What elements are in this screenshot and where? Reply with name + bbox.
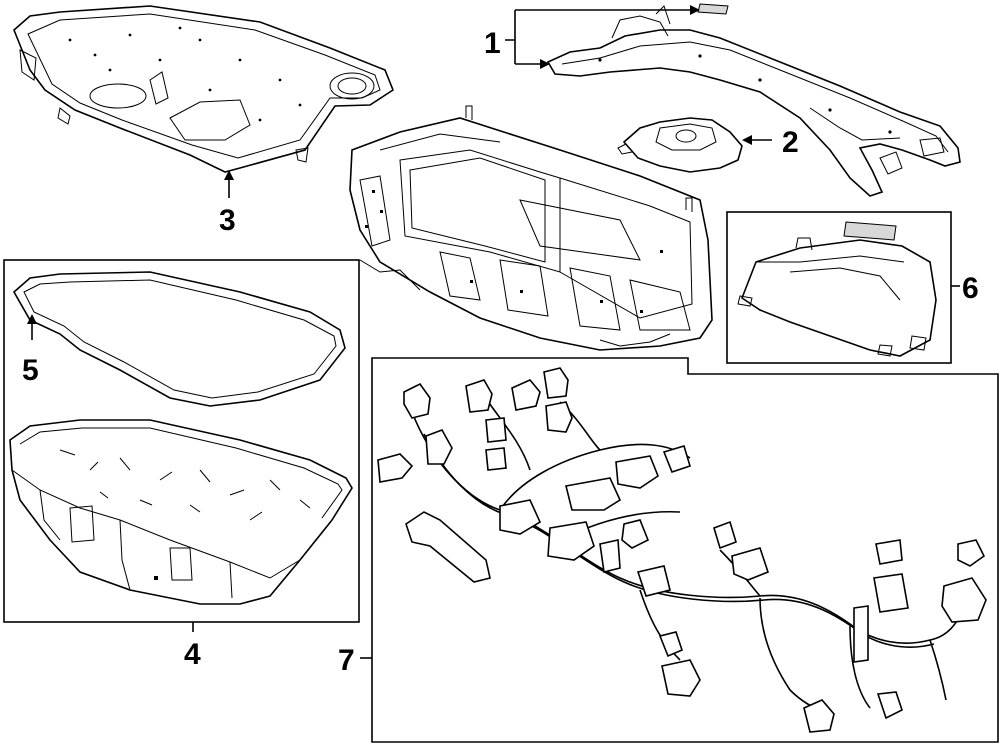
part-4-tray[interactable] (9, 419, 353, 605)
part-6-box (726, 211, 952, 364)
part-2-cover[interactable] (617, 117, 743, 173)
callout-1: 1 (484, 27, 501, 60)
part-3-upper-cover[interactable] (13, 5, 394, 173)
part-6-unit[interactable] (737, 221, 937, 357)
callout-3: 3 (219, 204, 236, 237)
leader-arrow-3 (224, 170, 234, 180)
callout-2: 2 (782, 126, 799, 159)
callout-6: 6 (962, 272, 979, 305)
callout-7: 7 (338, 644, 355, 677)
callout-4: 4 (184, 638, 201, 671)
part-5-gasket[interactable] (12, 271, 346, 407)
leader-bracket-1 (505, 9, 690, 65)
leader-arrow-1a (690, 5, 700, 15)
part-1-frame[interactable] (546, 3, 961, 197)
leader-arrow-5 (27, 314, 37, 324)
callout-5: 5 (22, 354, 39, 387)
battery-assembly (349, 105, 713, 351)
part-7-wiring-harness[interactable] (377, 367, 987, 733)
leader-arrow-2 (742, 135, 752, 145)
part-4-box (3, 259, 360, 623)
leader-arrow-1b (540, 59, 550, 69)
part-7-box (371, 357, 999, 743)
